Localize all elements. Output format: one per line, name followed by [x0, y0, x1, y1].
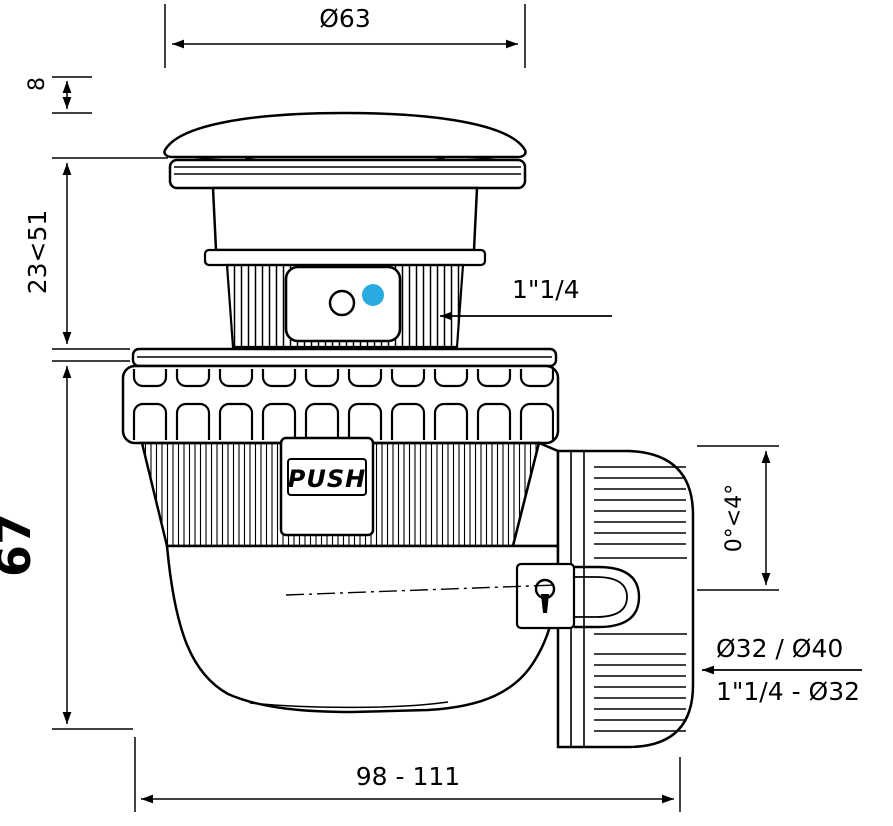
lower-plate — [131, 347, 558, 368]
dim-inlet-thread: 1"1/4 — [440, 275, 612, 321]
detail-window — [284, 265, 402, 343]
keyhole-slot — [541, 594, 549, 613]
nut-ridges-bottom — [594, 646, 686, 740]
push-button: PUSH — [279, 436, 375, 537]
dim-overall-width: 98 - 111 — [134, 737, 681, 812]
nut-ridges-top — [594, 459, 686, 547]
dim-inlet-thread-label: 1"1/4 — [512, 275, 580, 304]
dim-body-height-label: 67 — [0, 513, 41, 577]
dim-cap-height-label: 8 — [25, 77, 50, 91]
cap-dome — [163, 111, 527, 159]
knurled-lock-nut — [121, 364, 560, 445]
dim-tilt-range-label: 0°<4° — [722, 484, 747, 552]
seal-hole — [328, 289, 356, 317]
mount-bracket-inner — [574, 576, 628, 618]
push-button-label: PUSH — [288, 465, 366, 493]
dim-upper-height: 23<51 — [23, 157, 168, 350]
dim-tilt-range: 0°<4° — [697, 445, 779, 591]
dim-outlet-thread-label: 1"1/4 - Ø32 — [716, 677, 860, 706]
dim-overall-width-label: 98 - 111 — [356, 762, 460, 791]
mount-bracket-outer — [574, 565, 641, 629]
dim-outlet-diameters-label: Ø32 / Ø40 — [716, 634, 843, 663]
accent-dot — [362, 284, 384, 306]
outlet-nut — [556, 449, 695, 749]
dim-cap-height: 8 — [25, 76, 92, 114]
dim-top-diameter: Ø63 — [164, 4, 526, 68]
drain-cap — [163, 111, 527, 166]
upper-cylinder — [203, 186, 487, 267]
dim-upper-height-label: 23<51 — [23, 210, 52, 295]
cap-flange — [168, 158, 527, 190]
keyhole-mount — [515, 562, 641, 630]
threaded-inlet — [225, 263, 465, 349]
dim-top-diameter-label: Ø63 — [319, 4, 371, 33]
dim-outlet: Ø32 / Ø40 1"1/4 - Ø32 — [702, 634, 862, 706]
body-cup — [165, 544, 560, 714]
dim-body-height: 67 — [0, 360, 133, 730]
outlet-centerline — [285, 584, 557, 596]
